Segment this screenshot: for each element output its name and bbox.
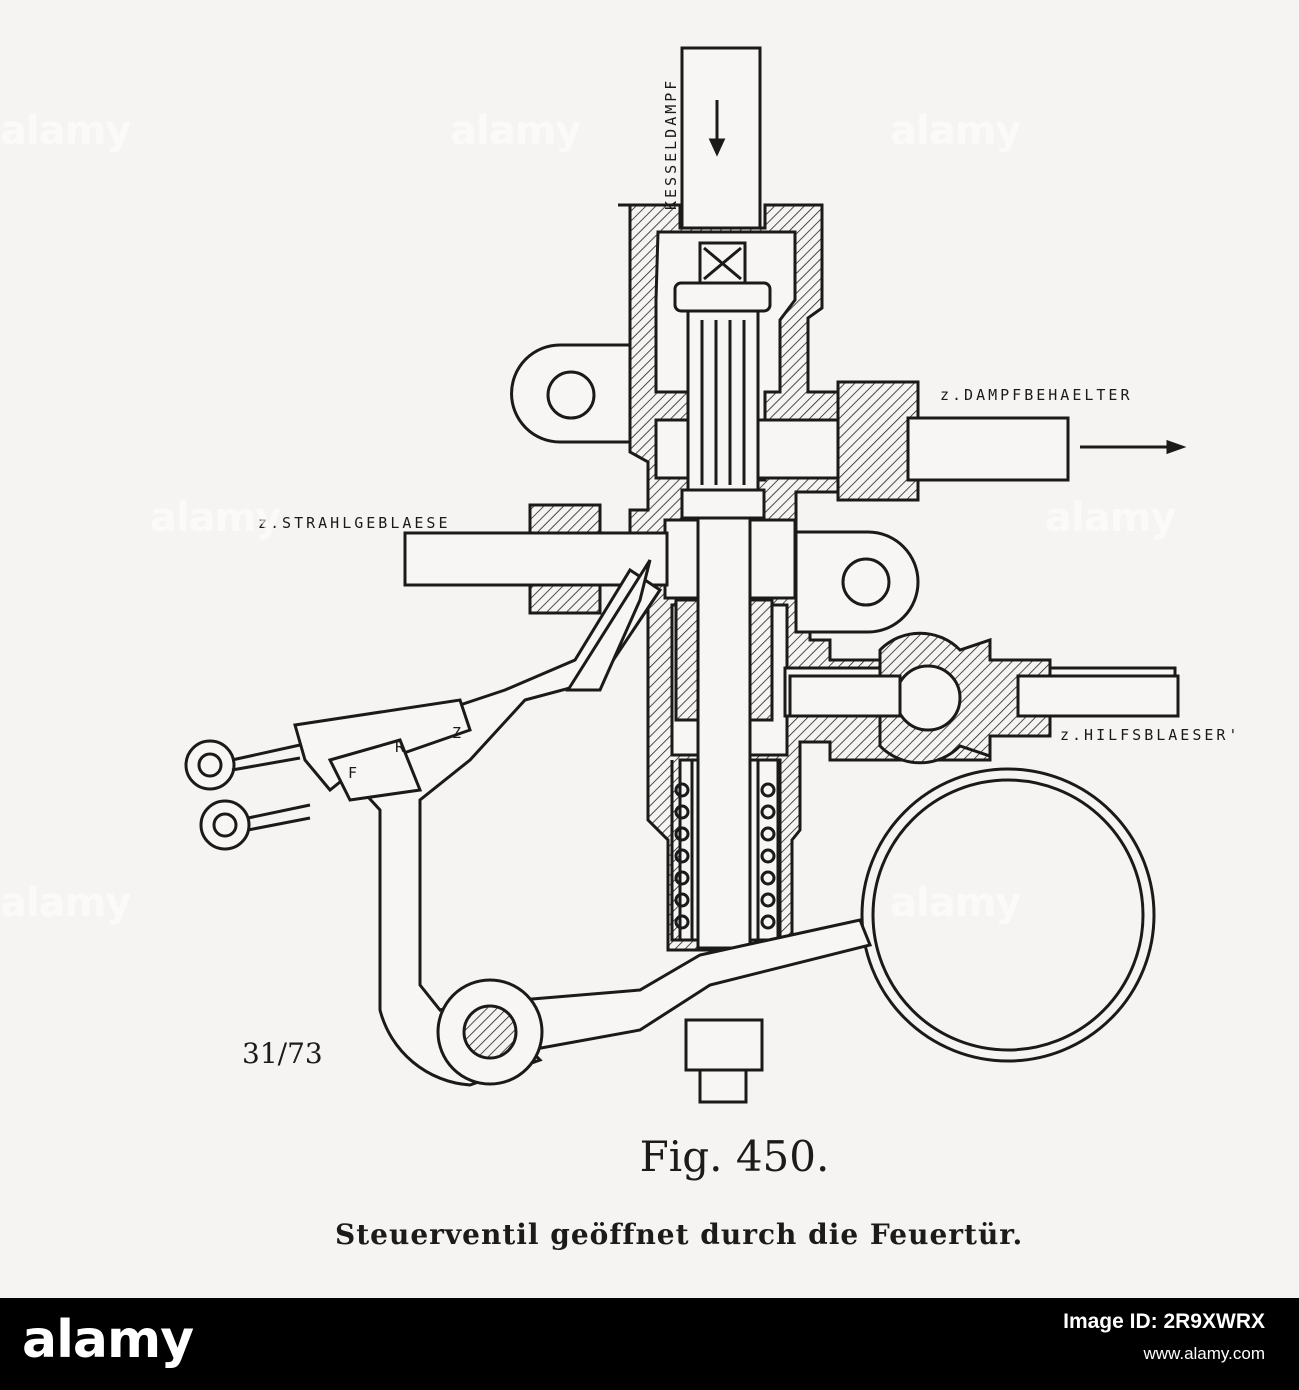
watermark: alamy [1045, 495, 1176, 541]
door-ring [860, 767, 1156, 1063]
bell-crank [322, 559, 663, 1087]
lever-arm [518, 918, 873, 1104]
watermark: alamy [0, 880, 131, 926]
label-dampfbehaelter: z.DAMPFBEHAELTER [940, 386, 1133, 404]
document-page: KESSELDAMPF z.DAMPFBEHAELTER z.STRAHLGEB… [0, 46, 1240, 1251]
stock-url[interactable]: www.alamy.com [1143, 1344, 1265, 1363]
mounting-lug-upper [510, 343, 632, 444]
watermark: alamy [890, 880, 1021, 926]
label-kesseldampf: KESSELDAMPF [662, 78, 680, 210]
watermark: alamy [450, 108, 581, 154]
label-hilfsblaeser: z.HILFSBLAESER' [1060, 726, 1240, 744]
valve-diagram: KESSELDAMPF z.DAMPFBEHAELTER z.STRAHLGEB… [184, 46, 1240, 1104]
mounting-lug-lower [794, 530, 920, 634]
outlet-pipe-hilfsblaeser [783, 631, 1180, 765]
drawing-number: 31/73 [242, 1037, 323, 1070]
figure-title: Fig. 450. [639, 1132, 830, 1181]
image-id: Image ID: 2R9XWRX [1063, 1310, 1265, 1333]
outlet-pipe-dampfbehaelter [836, 380, 1187, 502]
inlet-pipe [680, 46, 762, 230]
upper-spindle [673, 241, 772, 520]
label-lever-r: R [395, 738, 407, 756]
watermark: alamy [890, 108, 1021, 154]
label-lever-z: Z [452, 724, 464, 742]
valve-stem [674, 516, 774, 950]
outlet-pipe-strahlgeblaese [403, 503, 669, 615]
watermark: alamy [150, 495, 281, 541]
watermark: alamy [0, 108, 131, 154]
label-lever-f: F [348, 764, 360, 782]
brand-logo: alamy [22, 1310, 194, 1370]
stock-footer-bar: alamy Image ID: 2R9XWRX www.alamy.com [0, 1298, 1299, 1390]
label-strahlgeblaese: z.STRAHLGEBLAESE [258, 514, 451, 532]
adjusting-rods [184, 698, 472, 851]
figure-caption: Steuerventil geöffnet durch die Feuertür… [335, 1218, 1024, 1251]
